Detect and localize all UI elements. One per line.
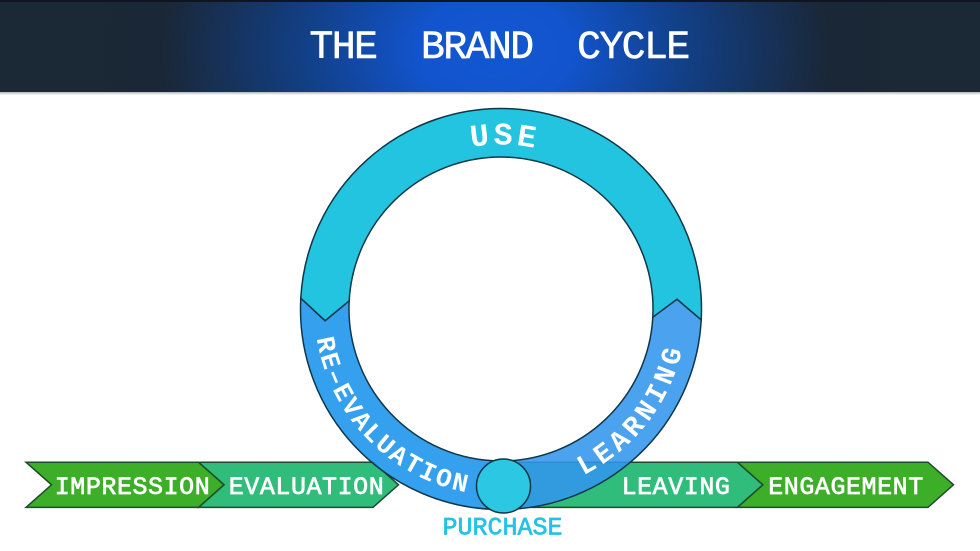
svg-text:IMPRESSION: IMPRESSION (55, 473, 211, 502)
svg-text:EVALUATION: EVALUATION (229, 473, 385, 502)
svg-text:PURCHASE: PURCHASE (442, 514, 562, 543)
svg-text:USE: USE (468, 119, 542, 158)
svg-text:LEAVING: LEAVING (622, 473, 731, 502)
svg-text:ENGAGEMENT: ENGAGEMENT (768, 473, 924, 502)
